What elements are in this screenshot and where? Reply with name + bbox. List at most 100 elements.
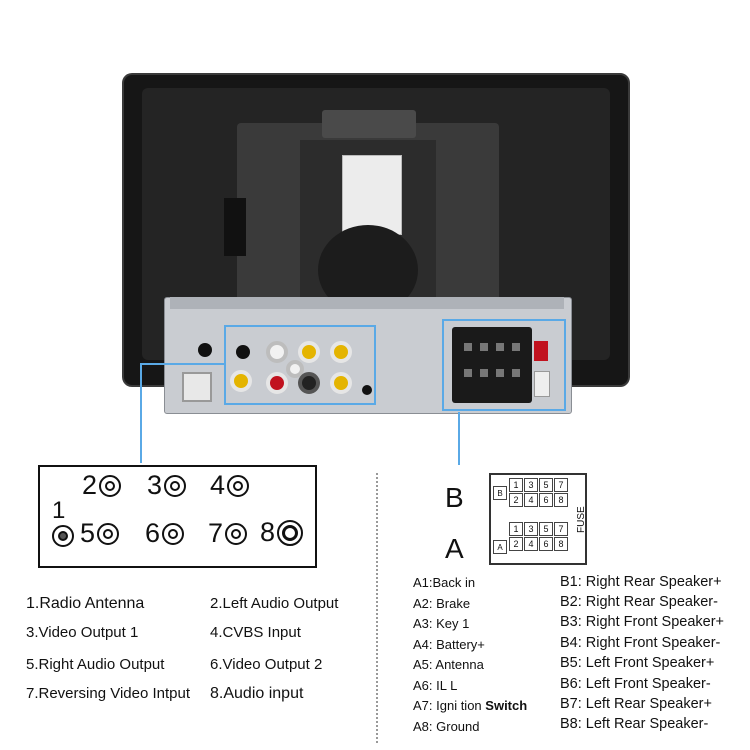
mount-top-bracket bbox=[322, 110, 416, 138]
leader-line bbox=[140, 363, 142, 463]
rca-jack-icon bbox=[97, 522, 120, 545]
legend-item: 5.Right Audio Output bbox=[26, 656, 165, 673]
port-number: 4 bbox=[210, 470, 226, 500]
rca-jack-icon bbox=[225, 522, 248, 545]
pin-cell: 6 bbox=[539, 537, 553, 551]
gps-port bbox=[198, 343, 212, 357]
connector-pin bbox=[512, 343, 520, 351]
ribbon-cable bbox=[342, 155, 402, 235]
port-number: 8 bbox=[260, 517, 276, 547]
pin-a7: A7: Igni tion Switch bbox=[413, 698, 527, 713]
port-7-jack-photo bbox=[286, 360, 304, 378]
pin-cell: 7 bbox=[554, 522, 568, 536]
port-6: 6 bbox=[145, 518, 185, 549]
connector-pin bbox=[512, 369, 520, 377]
pin-a4: A4: Battery+ bbox=[413, 637, 485, 652]
usb-port bbox=[534, 371, 550, 397]
legend-item: 7.Reversing Video Intput bbox=[26, 685, 190, 702]
pin-cell: 2 bbox=[509, 537, 523, 551]
block-b-pins: 1 3 5 7 2 4 6 8 bbox=[509, 478, 568, 507]
port-8: 8 bbox=[260, 517, 304, 548]
leader-line bbox=[458, 412, 460, 465]
pin-cell: 5 bbox=[539, 478, 553, 492]
legend-item: 1.Radio Antenna bbox=[26, 595, 145, 612]
legend-item: 4.CVBS Input bbox=[210, 624, 301, 641]
port-9-jack-photo bbox=[330, 372, 352, 394]
pin-b4: B4: Right Front Speaker- bbox=[560, 635, 721, 651]
audio-jack-icon bbox=[277, 519, 304, 546]
chassis-top-edge bbox=[170, 297, 564, 309]
block-b-tag: B bbox=[493, 486, 507, 500]
pin-b8: B8: Left Rear Speaker- bbox=[560, 716, 709, 732]
pin-cell: 3 bbox=[524, 522, 538, 536]
pin-cell: 1 bbox=[509, 478, 523, 492]
fuse bbox=[534, 341, 548, 361]
iso-connector-photo bbox=[452, 327, 532, 403]
side-clip bbox=[224, 198, 246, 256]
port-number: 5 bbox=[80, 518, 96, 548]
pin-a7-text: A7: Igni tion bbox=[413, 698, 482, 713]
block-a-pins: 1 3 5 7 2 4 6 8 bbox=[509, 522, 568, 551]
pin-a2: A2: Brake bbox=[413, 596, 471, 611]
port-3: 3 bbox=[147, 470, 187, 501]
pin-cell: 5 bbox=[539, 522, 553, 536]
pin-cell: 6 bbox=[539, 493, 553, 507]
connector-pin bbox=[464, 369, 472, 377]
legend-item: 3.Video Output 1 bbox=[26, 624, 139, 641]
legend-item: 6.Video Output 2 bbox=[210, 656, 323, 673]
pin-cell: 4 bbox=[524, 493, 538, 507]
pin-b7: B7: Left Rear Speaker+ bbox=[560, 696, 712, 712]
legend-item: 8.Audio input bbox=[210, 685, 304, 702]
leader-line bbox=[140, 363, 224, 365]
port-7: 7 bbox=[208, 518, 248, 549]
port-4-jack-photo bbox=[298, 341, 320, 363]
pin-b6: B6: Left Front Speaker- bbox=[560, 676, 711, 692]
port-3-jack-photo bbox=[266, 341, 288, 363]
fuse-label: FUSE bbox=[576, 506, 587, 534]
pin-b1: B1: Right Rear Speaker+ bbox=[560, 574, 722, 590]
pin-b2: B2: Right Rear Speaker- bbox=[560, 594, 718, 610]
pin-a5: A5: Antenna bbox=[413, 657, 484, 672]
port-1-jack-photo bbox=[230, 370, 252, 392]
legend-item: 2.Left Audio Output bbox=[210, 595, 339, 612]
port-5: 5 bbox=[80, 518, 120, 549]
pin-a8: A8: Ground bbox=[413, 719, 480, 734]
pin-a7-suffix: Switch bbox=[485, 698, 528, 713]
pin-cell: 2 bbox=[509, 493, 523, 507]
port-2: 2 bbox=[82, 470, 122, 501]
block-a-tag: A bbox=[493, 540, 507, 554]
pin-a1: A1:Back in bbox=[413, 575, 476, 590]
port-5-jack-photo bbox=[330, 341, 352, 363]
section-divider bbox=[376, 473, 378, 743]
port-1-jack bbox=[50, 525, 74, 547]
iso-connector-diagram bbox=[489, 473, 587, 565]
pin-cell: 3 bbox=[524, 478, 538, 492]
port-number: 2 bbox=[82, 470, 98, 500]
pin-b5: B5: Left Front Speaker+ bbox=[560, 655, 715, 671]
port-number: 7 bbox=[208, 518, 224, 548]
pin-a3: A3: Key 1 bbox=[413, 616, 470, 631]
mic-port bbox=[362, 385, 372, 395]
port-number: 6 bbox=[145, 518, 161, 548]
rca-highlight-box bbox=[224, 325, 376, 405]
power-socket bbox=[182, 372, 212, 402]
connector-pin bbox=[496, 343, 504, 351]
connector-b-label: B bbox=[445, 482, 464, 513]
port-4: 4 bbox=[210, 470, 250, 501]
rca-jack-icon bbox=[162, 522, 185, 545]
iso-highlight-box bbox=[442, 319, 566, 411]
connector-pin bbox=[464, 343, 472, 351]
rca-jack-icon bbox=[227, 474, 250, 497]
pin-cell: 1 bbox=[509, 522, 523, 536]
rca-jack-icon bbox=[164, 474, 187, 497]
port-2-jack-photo bbox=[236, 345, 250, 359]
connector-pin bbox=[496, 369, 504, 377]
port-6-jack-photo bbox=[266, 372, 288, 394]
port-number: 3 bbox=[147, 470, 163, 500]
port-8-jack-photo bbox=[298, 372, 320, 394]
connector-pin bbox=[480, 369, 488, 377]
port-number: 1 bbox=[52, 497, 66, 524]
port-1: 1 bbox=[52, 497, 65, 525]
pin-cell: 4 bbox=[524, 537, 538, 551]
antenna-jack-icon bbox=[52, 525, 74, 547]
